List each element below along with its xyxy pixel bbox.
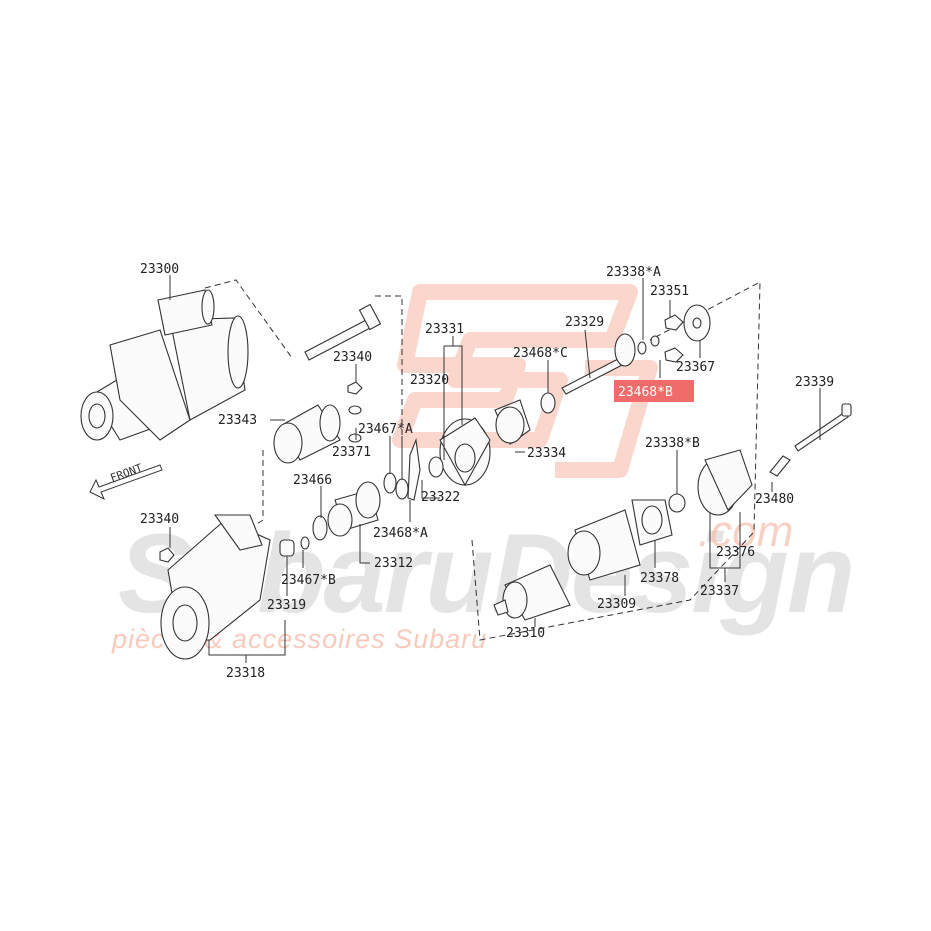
part-label-23320[interactable]: 23320 xyxy=(410,373,449,388)
through-bolt-drawing xyxy=(304,303,382,361)
front-arrow-icon xyxy=(89,464,163,501)
watermark-domain: .com xyxy=(698,507,793,556)
part-label-23480[interactable]: 23480 xyxy=(755,492,794,507)
part-label-23343[interactable]: 23343 xyxy=(218,413,257,428)
armature-drawing xyxy=(493,564,571,621)
part-label-23312[interactable]: 23312 xyxy=(374,556,413,571)
brush-holder-drawing xyxy=(631,499,673,546)
armature-shaft-drawing xyxy=(561,333,636,395)
part-label-23338b[interactable]: 23338*B xyxy=(645,436,700,451)
part-label-23331[interactable]: 23331 xyxy=(425,322,464,337)
washer-23371-drawing xyxy=(348,405,362,443)
part-label-23322[interactable]: 23322 xyxy=(421,490,460,505)
watermark-logo-sd xyxy=(392,284,658,478)
part-label-23338a[interactable]: 23338*A xyxy=(606,265,661,280)
part-label-23334[interactable]: 23334 xyxy=(527,446,566,461)
part-label-23319[interactable]: 23319 xyxy=(267,598,306,613)
bushing-drawing xyxy=(279,536,310,557)
part-label-23337[interactable]: 23337 xyxy=(700,584,739,599)
front-housing-drawing xyxy=(159,514,271,660)
part-label-23329[interactable]: 23329 xyxy=(565,315,604,330)
assembly-boundary-starter xyxy=(204,279,293,359)
nut-23340-drawing xyxy=(347,381,363,395)
leader-lines xyxy=(169,275,821,663)
part-labels: 23300 23340 23343 23371 23467*A 23466 23… xyxy=(140,262,834,681)
part-label-23376[interactable]: 23376 xyxy=(716,545,755,560)
end-cover-drawing xyxy=(668,449,753,516)
part-label-23340-top[interactable]: 23340 xyxy=(333,350,372,365)
part-label-23309[interactable]: 23309 xyxy=(597,597,636,612)
washer-23468c-drawing xyxy=(540,392,556,414)
gear-housing-drawing xyxy=(428,417,491,487)
part-label-23467b[interactable]: 23467*B xyxy=(281,573,336,588)
assembly-boundary-rear xyxy=(471,281,761,641)
part-label-23468c[interactable]: 23468*C xyxy=(513,346,568,361)
clutch-drawing xyxy=(494,399,531,445)
part-label-23367[interactable]: 23367 xyxy=(676,360,715,375)
assembly-boundary-solenoid xyxy=(375,295,403,440)
part-label-23300[interactable]: 23300 xyxy=(140,262,179,277)
part-label-23340-bottom[interactable]: 23340 xyxy=(140,512,179,527)
starter-assembly-drawing xyxy=(80,289,249,441)
part-label-23467a[interactable]: 23467*A xyxy=(358,422,413,437)
screw-23480-drawing xyxy=(769,455,791,477)
part-label-23318[interactable]: 23318 xyxy=(226,666,265,681)
yoke-drawing xyxy=(567,509,641,581)
part-label-23466[interactable]: 23466 xyxy=(293,473,332,488)
part-label-23371[interactable]: 23371 xyxy=(332,445,371,460)
part-label-23310[interactable]: 23310 xyxy=(506,626,545,641)
part-label-23468b-highlighted[interactable]: 23468*B xyxy=(618,385,673,400)
rear-fasteners-drawing xyxy=(637,304,711,363)
solenoid-drawing xyxy=(273,404,341,464)
highlight-marker-23468b xyxy=(614,380,694,402)
lever-drawing xyxy=(383,437,421,501)
part-label-23351[interactable]: 23351 xyxy=(650,284,689,299)
part-label-23378[interactable]: 23378 xyxy=(640,571,679,586)
part-label-23339[interactable]: 23339 xyxy=(795,375,834,390)
long-bolt-drawing xyxy=(794,403,852,452)
part-label-23468a[interactable]: 23468*A xyxy=(373,526,428,541)
pinion-drawing xyxy=(312,481,381,541)
front-label: FRONT xyxy=(109,461,145,485)
front-direction-indicator: FRONT xyxy=(89,461,163,501)
